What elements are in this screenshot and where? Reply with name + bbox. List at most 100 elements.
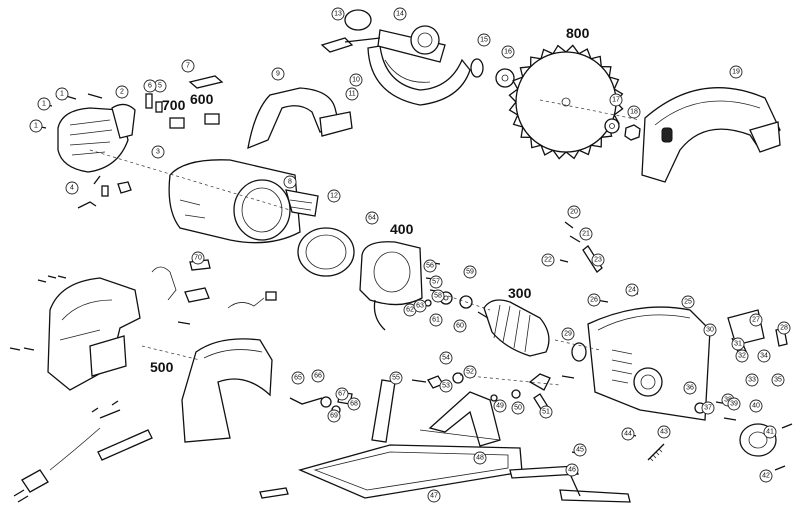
callout-text: 59 [466,269,474,276]
callout-20: 18 [627,105,641,119]
callout-21: 19 [729,65,743,79]
callout-text: 35 [774,377,782,384]
callout-text: 37 [704,405,712,412]
blade-tooth [540,48,554,59]
callout-text: 50 [514,405,522,412]
callout-16: 14 [393,7,407,21]
callout-text: 1 [42,101,46,108]
callout-text: 7 [186,63,190,70]
callout-text: 33 [748,377,756,384]
callout-text: 3 [156,149,160,156]
callout-text: 23 [594,257,602,264]
callout-text: 5 [158,83,162,90]
callout-text: 34 [760,353,768,360]
callout-text: 56 [426,263,434,270]
handle-grip-top [247,87,353,150]
callout-54: 52 [463,365,477,379]
callout-text: 2 [120,89,124,96]
callout-71: 69 [327,409,341,423]
callout-text: 12 [330,193,338,200]
callout-6: 4 [65,181,79,195]
assembly-leader-lines [89,99,641,386]
callout-9: 7 [181,59,195,73]
callout-70: 68 [347,397,361,411]
callout-text: 52 [466,369,474,376]
callout-text: 1 [34,123,38,130]
blade-tooth [508,101,519,116]
callout-10: 8 [283,175,297,189]
callout-text: 64 [368,215,376,222]
callout-text: 61 [432,317,440,324]
callout-text: 14 [396,11,404,18]
callout-33: 31 [731,337,745,351]
callout-39: 37 [701,401,715,415]
switch-wiring [151,259,277,309]
callout-61: 59 [463,265,477,279]
blade-tooth [601,65,612,78]
callout-text: 69 [330,413,338,420]
callout-text: 63 [416,303,424,310]
callout-text: 58 [434,293,442,300]
callout-text: 32 [738,353,746,360]
callout-text: 13 [334,11,342,18]
blade-tooth [512,114,523,128]
callout-57: 55 [389,371,403,385]
callout-text: 31 [734,341,742,348]
callout-text: 19 [732,69,740,76]
callout-text: 40 [752,403,760,410]
callout-18: 16 [501,45,515,59]
callout-72: 70 [191,251,205,265]
callout-1: 1 [37,97,51,111]
blade-tooth [520,126,531,139]
base-plate [298,379,523,499]
callout-35: 33 [745,373,759,387]
motor-shell [297,227,355,277]
callout-text: 24 [628,287,636,294]
callout-12: 10 [349,73,363,87]
saw-blade [508,44,624,160]
callout-47: 45 [573,443,587,457]
guard-cover-right [587,306,711,421]
callout-text: 53 [442,383,450,390]
blade-tooth [540,145,554,156]
callout-text: 39 [730,401,738,408]
callout-text: 4 [70,185,74,192]
callout-text: 11 [348,91,355,98]
blade-tooth [609,76,620,90]
callout-46: 44 [621,427,635,441]
blade-tooth [552,149,567,160]
callout-4: 2 [115,85,129,99]
callout-text: 26 [590,297,598,304]
motor-housing [168,159,301,244]
callout-58: 56 [423,259,437,273]
callout-text: 27 [752,317,760,324]
callout-13: 11 [345,87,359,101]
callout-26: 24 [625,283,639,297]
assembly-label-600: 600 [190,91,214,107]
callout-37: 35 [771,373,785,387]
callout-text: 22 [544,257,552,264]
callout-25: 23 [591,253,605,267]
callout-text: 51 [542,409,550,416]
callout-text: 45 [576,447,584,454]
callout-text: 20 [570,209,578,216]
callout-text: 18 [630,109,638,116]
blade-tooth [565,149,580,160]
lower-blade-guard [641,87,781,183]
handle-half-right [181,338,273,443]
callout-30: 28 [777,321,791,335]
callout-36: 34 [757,349,771,363]
blade-tooth [578,145,592,156]
callout-24: 22 [541,253,555,267]
callout-text: 43 [660,429,668,436]
callout-32: 30 [703,323,717,337]
callout-text: 60 [456,323,464,330]
callout-text: 65 [294,375,302,382]
blade-tooth [519,66,531,78]
callout-text: 29 [564,331,572,338]
callout-11: 9 [271,67,285,81]
assembly-label-500: 500 [150,359,174,375]
